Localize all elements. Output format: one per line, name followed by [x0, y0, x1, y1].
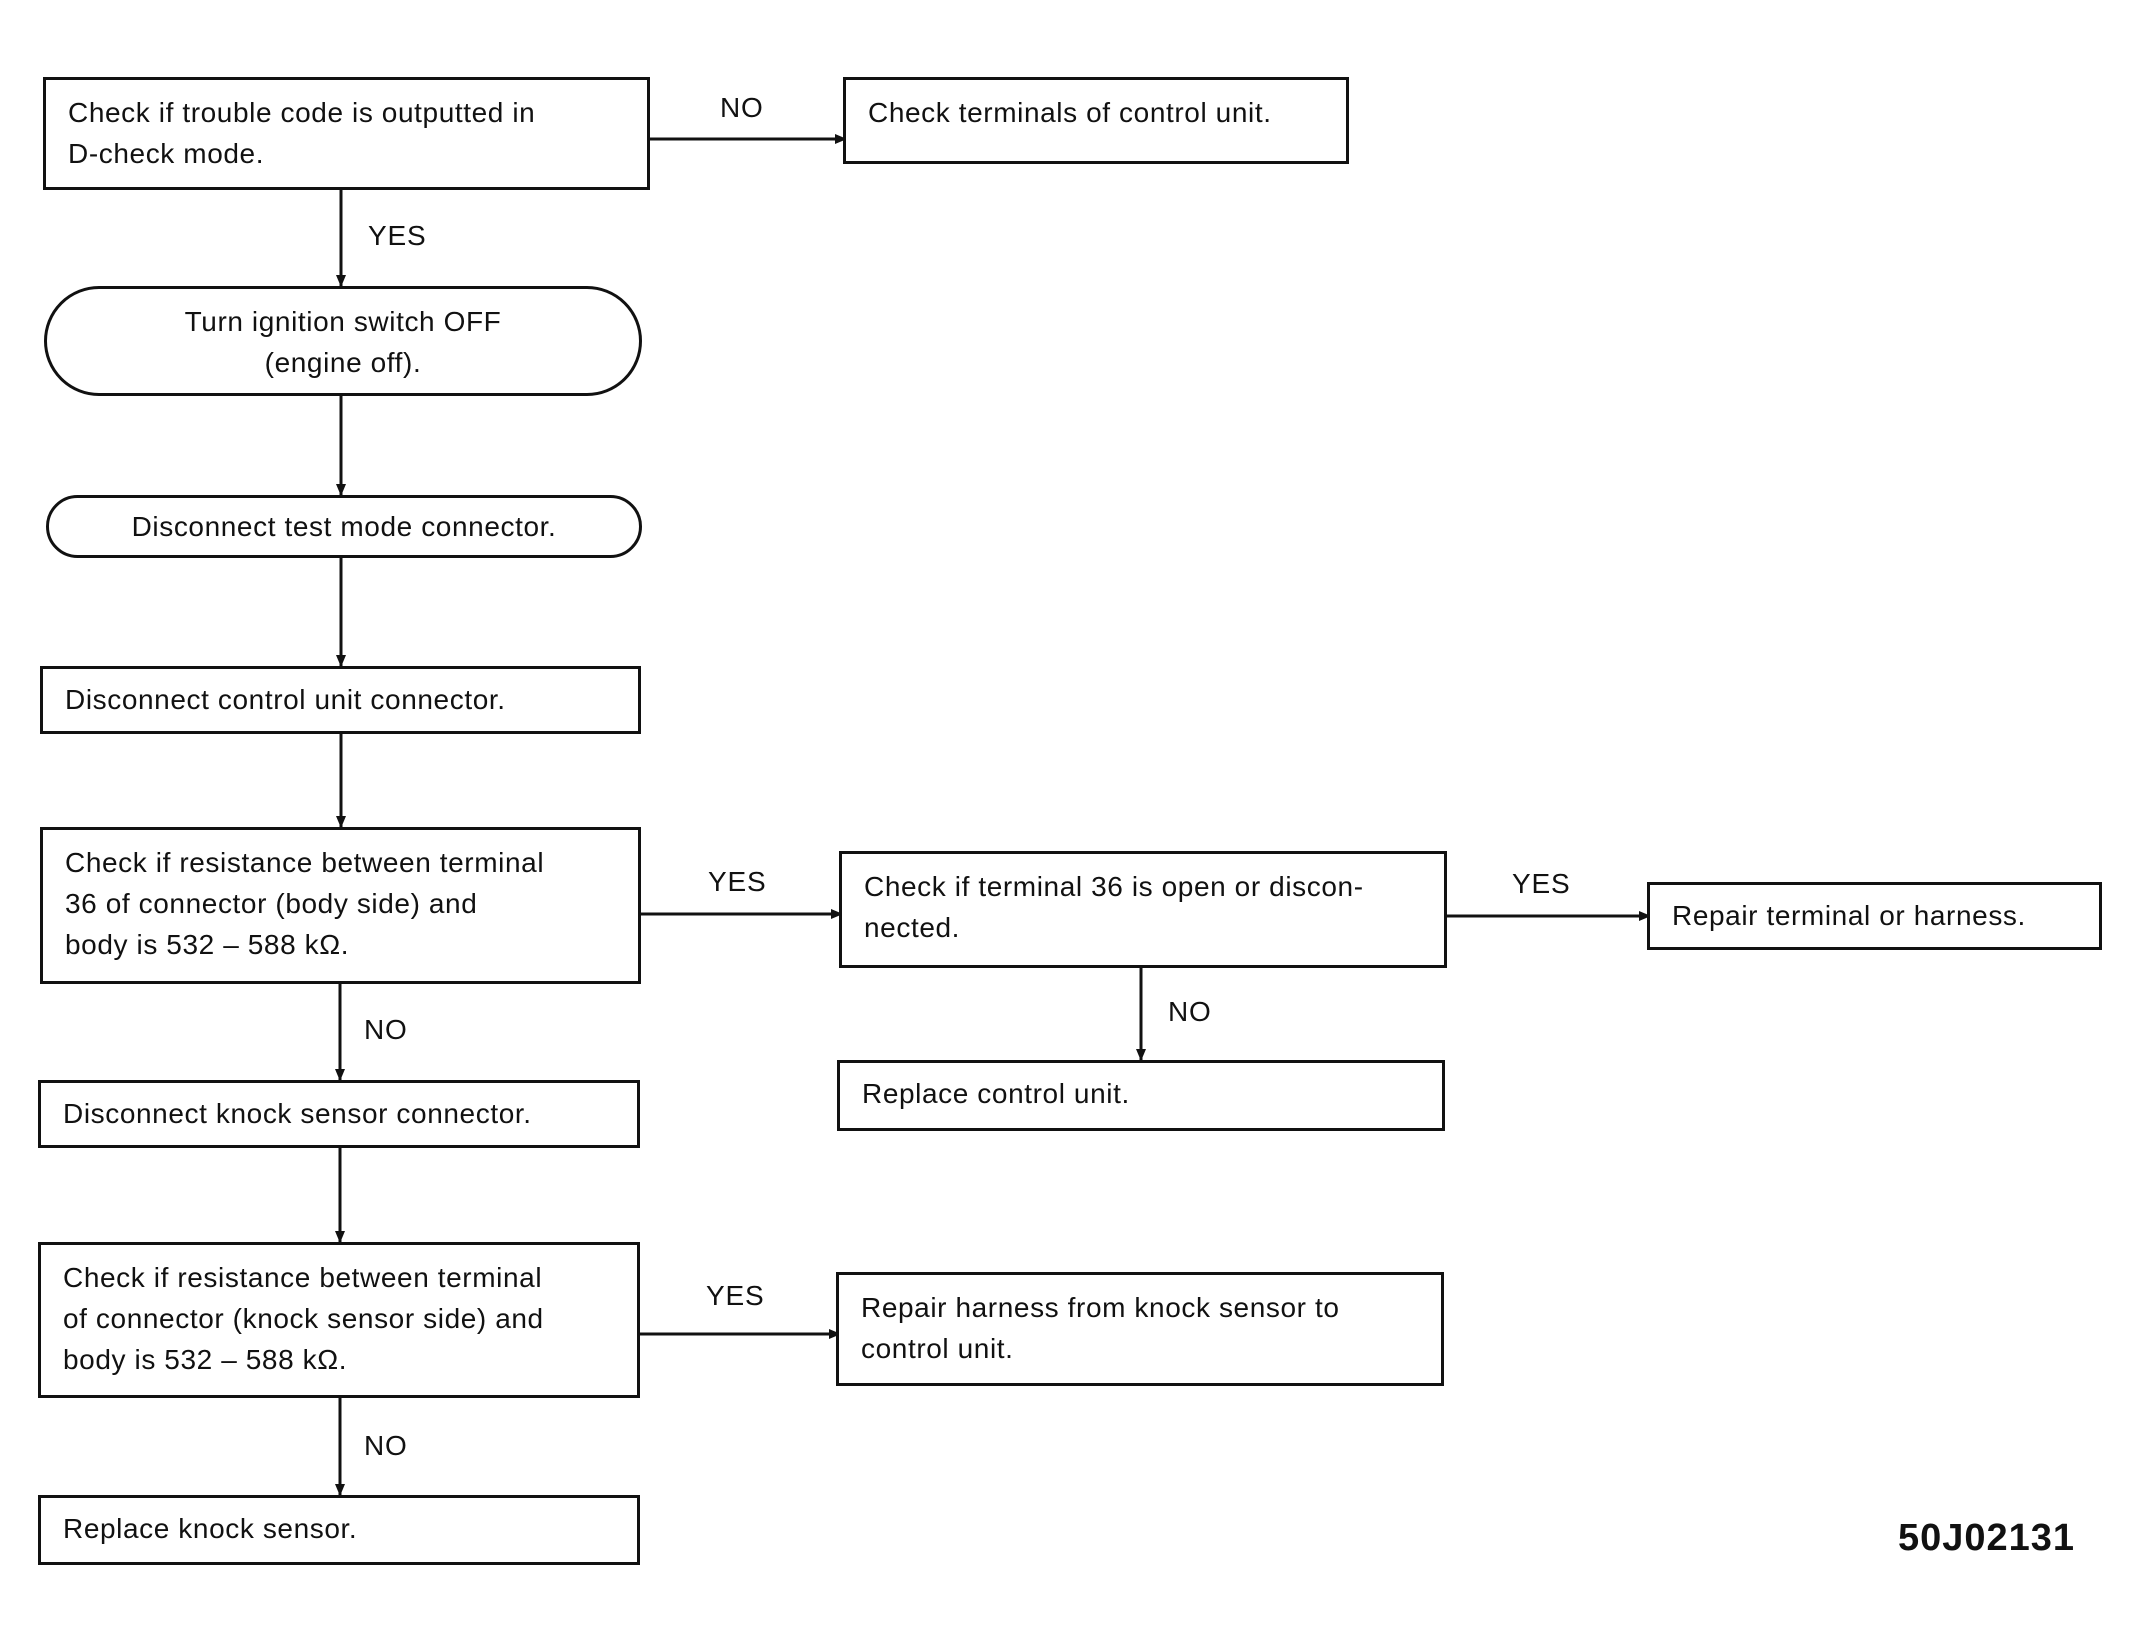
label-yes-repair-terminal: YES — [1512, 868, 1571, 899]
disconnect-knock-sensor-box: Disconnect knock sensor connector. — [38, 1080, 640, 1148]
replace-control-unit-text: Replace control unit. — [862, 1078, 1130, 1109]
check-terminal-36-text: Check if terminal 36 is open or discon- … — [864, 871, 1364, 943]
check-terminals-box: Check terminals of control unit. — [843, 77, 1349, 164]
check-resistance-body-box: Check if resistance between terminal 36 … — [40, 827, 641, 984]
replace-knock-sensor-box: Replace knock sensor. — [38, 1495, 640, 1565]
disconnect-test-mode-box: Disconnect test mode connector. — [46, 495, 642, 558]
check-trouble-code-text: Check if trouble code is outputted in D-… — [68, 97, 536, 169]
disconnect-test-mode-text: Disconnect test mode connector. — [131, 511, 557, 542]
check-resistance-sensor-box: Check if resistance between terminal of … — [38, 1242, 640, 1398]
check-terminal-36-box: Check if terminal 36 is open or discon- … — [839, 851, 1447, 968]
label-yes-ignition: YES — [368, 220, 427, 251]
label-yes-repair-harness: YES — [706, 1280, 765, 1311]
check-resistance-body-text: Check if resistance between terminal 36 … — [65, 847, 545, 960]
check-terminals-text: Check terminals of control unit. — [868, 97, 1272, 128]
check-trouble-code-box: Check if trouble code is outputted in D-… — [43, 77, 650, 190]
figure-code: 50J02131 — [1898, 1517, 2076, 1559]
check-resistance-sensor-text: Check if resistance between terminal of … — [63, 1262, 544, 1375]
label-no-knock-disconnect: NO — [364, 1014, 408, 1045]
replace-control-unit-box: Replace control unit. — [837, 1060, 1445, 1131]
repair-terminal-box: Repair terminal or harness. — [1647, 882, 2102, 950]
turn-ignition-off-text: Turn ignition switch OFF (engine off). — [184, 306, 502, 378]
disconnect-control-unit-box: Disconnect control unit connector. — [40, 666, 641, 734]
repair-harness-box: Repair harness from knock sensor to cont… — [836, 1272, 1444, 1386]
replace-knock-sensor-text: Replace knock sensor. — [63, 1513, 358, 1544]
repair-harness-text: Repair harness from knock sensor to cont… — [861, 1292, 1340, 1364]
label-yes-terminal36: YES — [708, 866, 767, 897]
turn-ignition-off-box: Turn ignition switch OFF (engine off). — [44, 286, 642, 396]
repair-terminal-text: Repair terminal or harness. — [1672, 900, 2026, 931]
disconnect-control-unit-text: Disconnect control unit connector. — [65, 684, 506, 715]
label-no-replace-sensor: NO — [364, 1430, 408, 1461]
label-no-replace-control: NO — [1168, 996, 1212, 1027]
label-no-terminals: NO — [720, 92, 764, 123]
disconnect-knock-sensor-text: Disconnect knock sensor connector. — [63, 1098, 532, 1129]
